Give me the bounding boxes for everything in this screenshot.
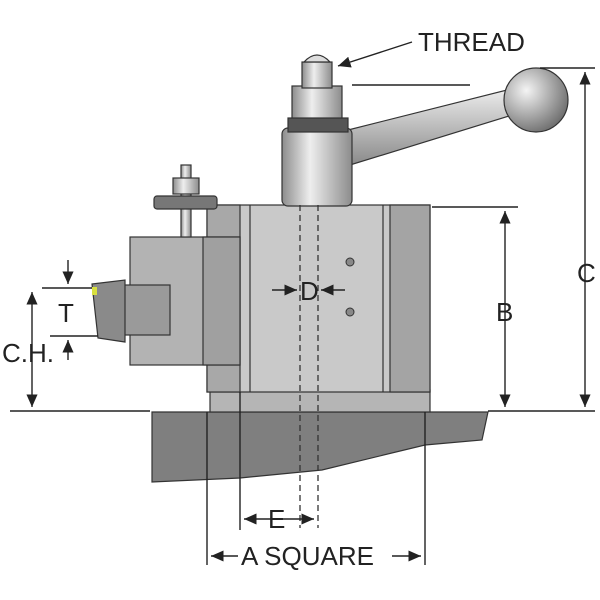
clamp-column bbox=[281, 54, 353, 207]
label-t: T bbox=[58, 298, 74, 328]
label-b: B bbox=[496, 297, 513, 327]
clamp-handle bbox=[339, 67, 569, 166]
label-ch: C.H. bbox=[2, 338, 54, 368]
label-c: C bbox=[577, 258, 596, 288]
label-d: D bbox=[300, 276, 319, 306]
label-a-square: A SQUARE bbox=[241, 541, 374, 571]
label-thread: THREAD bbox=[418, 27, 525, 57]
handle-ball bbox=[503, 67, 569, 133]
label-e: E bbox=[268, 504, 285, 534]
cutting-insert bbox=[91, 279, 126, 343]
tool-holder bbox=[91, 164, 241, 366]
cross-slide-base bbox=[151, 411, 489, 483]
